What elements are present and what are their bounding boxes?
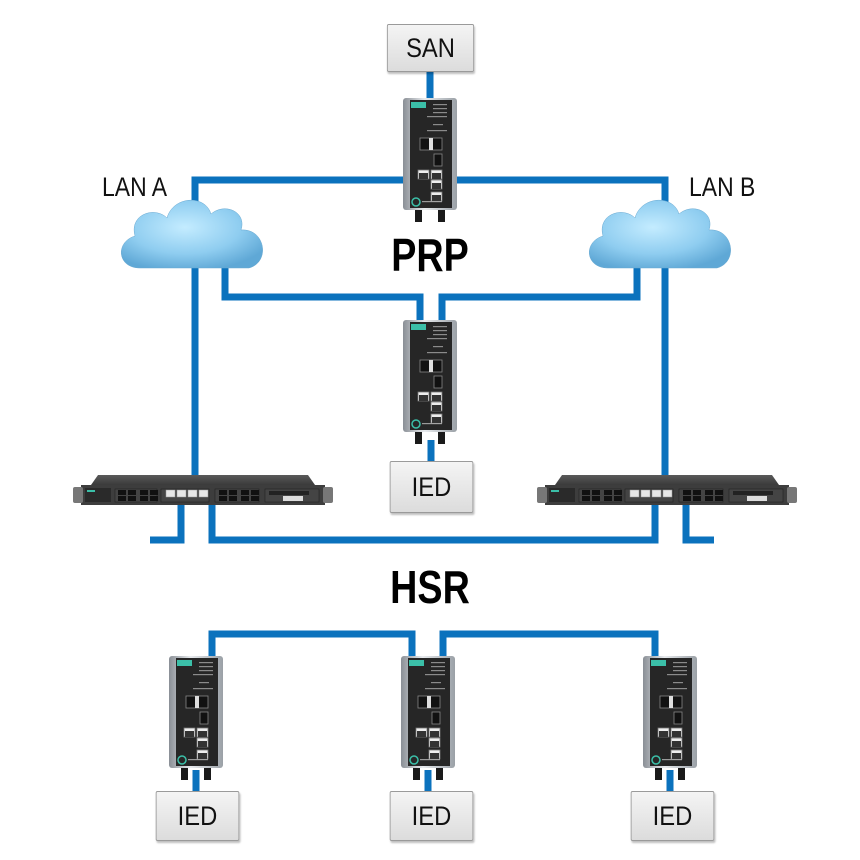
ied-prp-label: IED	[411, 471, 452, 502]
redbox-right-icon	[536, 474, 798, 506]
ied-hsr-center-label: IED	[411, 800, 452, 831]
san-label: SAN	[406, 32, 455, 63]
redbox-left-icon	[72, 474, 334, 506]
ied-hsr-center-node[interactable]: IED	[389, 791, 474, 841]
lan-b-label: LAN B	[689, 172, 756, 202]
san-node[interactable]: SAN	[386, 24, 475, 72]
lan-a-inner-link	[221, 265, 424, 322]
ied-hsr-right-label: IED	[652, 800, 693, 831]
hsr-switch-center-icon	[400, 655, 456, 781]
redbox-left-ring-link-b	[208, 505, 659, 544]
ied-prp-node[interactable]: IED	[389, 461, 474, 513]
lan-a-cloud-icon	[121, 199, 263, 269]
ied-hsr-left-label: IED	[177, 800, 218, 831]
lan-b-outer-link	[456, 176, 669, 478]
prp-switch-middle-icon	[402, 319, 458, 445]
hsr-links	[150, 505, 714, 792]
hsr-switch-left-icon	[168, 655, 224, 781]
redbox-left-ring-link-a	[150, 505, 185, 544]
redbox-right-ring-link-a	[682, 505, 714, 544]
hsr-bottom-link-left	[208, 630, 416, 660]
prp-label: PRP	[391, 229, 469, 281]
lan-b-cloud-icon	[589, 199, 731, 269]
prp-links	[191, 72, 669, 478]
ied-hsr-left-node[interactable]: IED	[155, 791, 240, 841]
prp-switch-top-icon	[402, 97, 458, 223]
hsr-bottom-link-right	[439, 630, 659, 660]
lan-a-label: LAN A	[102, 172, 168, 202]
hsr-switch-right-icon	[642, 655, 698, 781]
lan-b-inner-link	[438, 265, 641, 322]
hsr-label: HSR	[390, 561, 470, 613]
ied-hsr-right-node[interactable]: IED	[630, 791, 715, 841]
lan-a-outer-link	[191, 176, 404, 478]
